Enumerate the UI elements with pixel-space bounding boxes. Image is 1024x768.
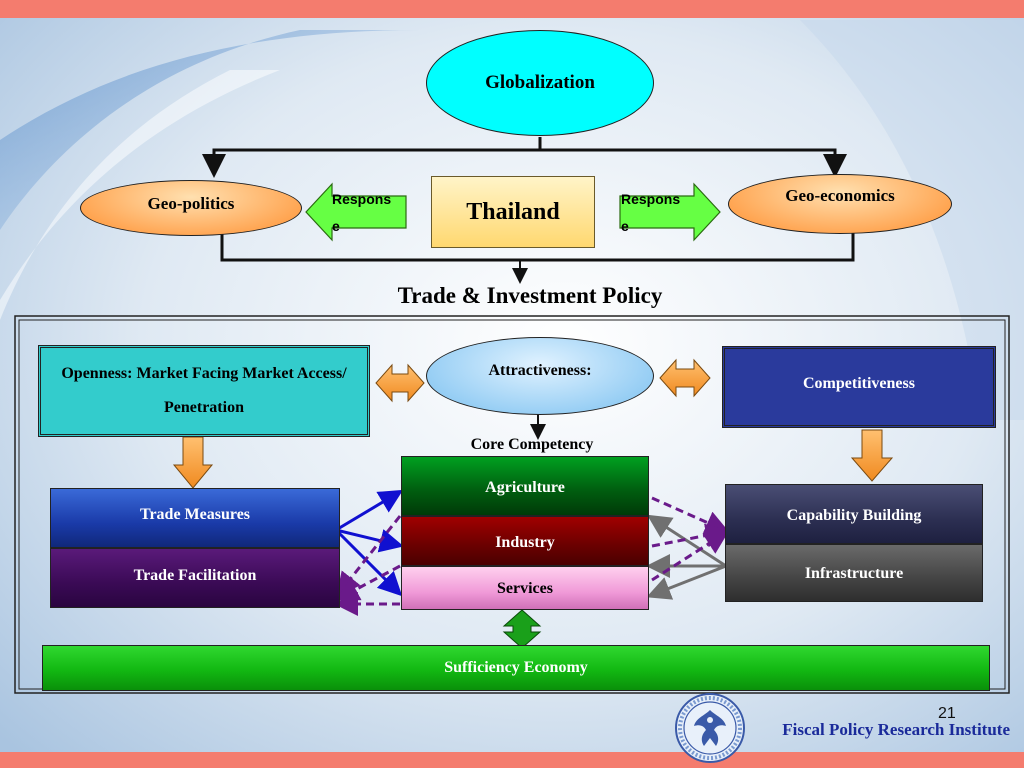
infrastructure-label: Infrastructure bbox=[804, 565, 904, 582]
capability-building-label: Capability Building bbox=[786, 507, 922, 524]
thailand-node: Thailand bbox=[431, 176, 595, 248]
thailand-label: Thailand bbox=[466, 198, 560, 225]
infrastructure-node: Infrastructure bbox=[725, 544, 983, 602]
trade-measures-node: Trade Measures bbox=[50, 488, 340, 548]
seal-logo-icon bbox=[675, 693, 745, 763]
services-label: Services bbox=[497, 580, 553, 597]
trade-facilitation-label: Trade Facilitation bbox=[133, 567, 257, 584]
institute-name: Fiscal Policy Research Institute bbox=[782, 720, 1010, 739]
competitiveness-node: Competitiveness bbox=[722, 346, 996, 428]
page-number: 21 bbox=[938, 705, 956, 722]
geo-politics-node: Geo-politics bbox=[80, 180, 302, 236]
top-accent-bar bbox=[0, 0, 1024, 18]
attractiveness-label: Attractiveness: bbox=[488, 362, 592, 379]
trade-measures-label: Trade Measures bbox=[139, 506, 251, 523]
services-node: Services bbox=[401, 566, 649, 610]
trade-facilitation-node: Trade Facilitation bbox=[50, 548, 340, 608]
openness-label: Openness: Market Facing Market Access/ P… bbox=[61, 365, 347, 416]
trade-investment-policy-title: Trade & Investment Policy bbox=[397, 283, 663, 308]
response-left-label: Respons e bbox=[332, 191, 392, 234]
globalization-label: Globalization bbox=[485, 72, 595, 93]
industry-label: Industry bbox=[495, 534, 555, 551]
competitiveness-label: Competitiveness bbox=[803, 375, 915, 392]
response-right-label: Respons e bbox=[621, 191, 681, 234]
globalization-node: Globalization bbox=[426, 30, 654, 136]
capability-building-node: Capability Building bbox=[725, 484, 983, 544]
bottom-accent-bar bbox=[0, 752, 1024, 768]
sufficiency-economy-label: Sufficiency Economy bbox=[444, 659, 588, 676]
agriculture-node: Agriculture bbox=[401, 456, 649, 516]
core-competency-label: Core Competency bbox=[470, 436, 594, 453]
agriculture-label: Agriculture bbox=[485, 479, 565, 496]
attractiveness-node: Attractiveness: bbox=[426, 337, 654, 415]
geo-economics-node: Geo-economics bbox=[728, 174, 952, 234]
geo-politics-label: Geo-politics bbox=[147, 194, 235, 213]
openness-node: Openness: Market Facing Market Access/ P… bbox=[38, 345, 370, 437]
sufficiency-economy-node: Sufficiency Economy bbox=[42, 645, 990, 691]
geo-economics-label: Geo-economics bbox=[785, 186, 895, 205]
industry-node: Industry bbox=[401, 516, 649, 566]
